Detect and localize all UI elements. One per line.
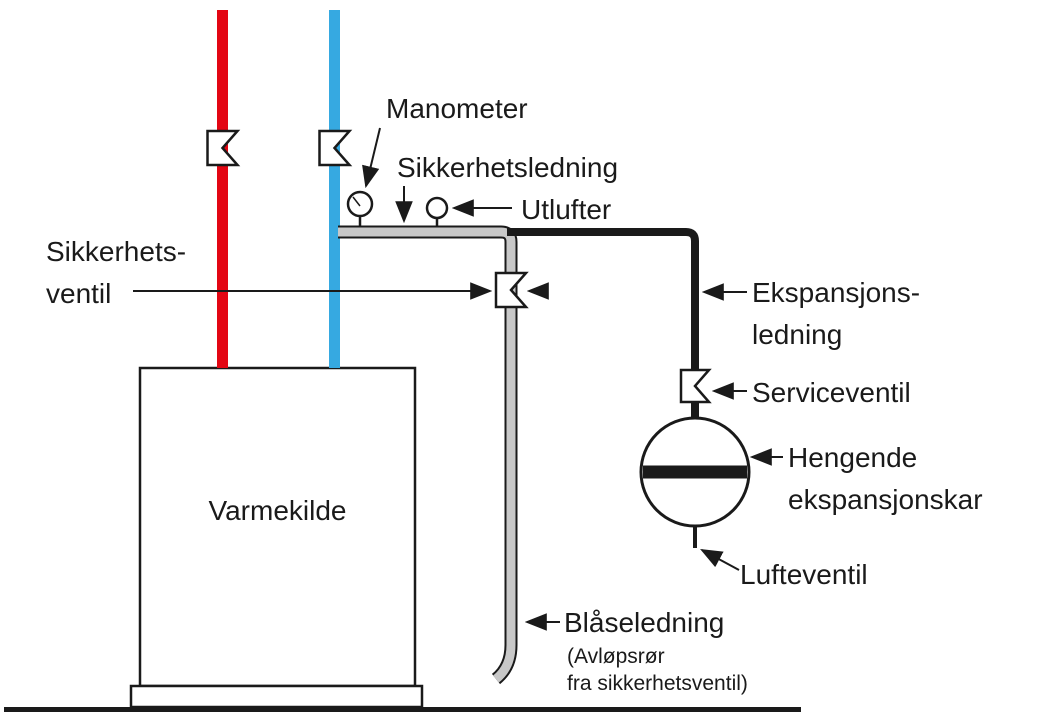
ground-line	[4, 707, 801, 712]
safety-pipe	[338, 227, 516, 683]
heat-source-label: Varmekilde	[208, 495, 347, 526]
service-valve-icon	[679, 368, 712, 404]
blow-line-label: Blåseledning	[564, 607, 725, 638]
heat-source-box	[138, 366, 417, 688]
blow-line-note: (Avløpsrør fra sikkerhetsventil)	[567, 643, 748, 697]
safety-valve-label: Sikkerhets- ventil	[46, 231, 186, 315]
blue-pipe	[329, 10, 340, 368]
air-valve-arrow	[700, 548, 740, 571]
safety-valve-icon	[494, 271, 529, 309]
safety-valve-label-line1: Sikkerhets-	[46, 236, 187, 267]
heat-source-base	[129, 684, 424, 709]
blow-line-note-line2: fra sikkerhetsventil)	[567, 672, 748, 695]
manometer-needle	[352, 196, 361, 207]
red-pipe	[217, 10, 228, 368]
manometer-label: Manometer	[386, 93, 528, 124]
red-pipe-valve-icon	[206, 129, 241, 167]
expansion-vessel-label: Hengende ekspansjonskar	[788, 437, 983, 521]
blue-pipe-valve-icon	[318, 129, 353, 167]
service-valve-label: Serviceventil	[752, 377, 911, 408]
expansion-vessel-label-line1: Hengende	[788, 442, 918, 473]
manometer-gauge-icon	[346, 190, 374, 218]
air-vent-label: Utlufter	[521, 194, 612, 225]
expansion-line-label-line1: Ekspansjons-	[752, 277, 921, 308]
safety-valve-label-line2: ventil	[46, 278, 112, 309]
safety-line-label: Sikkerhetsledning	[397, 152, 619, 183]
expansion-pipe	[507, 228, 699, 371]
blow-line-note-line1: (Avløpsrør	[567, 645, 665, 668]
expansion-line-label: Ekspansjons- ledning	[752, 272, 920, 356]
expansion-vessel-label-line2: ekspansjonskar	[788, 484, 983, 515]
expansion-line-label-line2: ledning	[752, 319, 843, 350]
air-valve-label: Lufteventil	[740, 559, 868, 590]
air-vent-icon	[425, 196, 449, 220]
manometer-arrow	[362, 127, 381, 189]
